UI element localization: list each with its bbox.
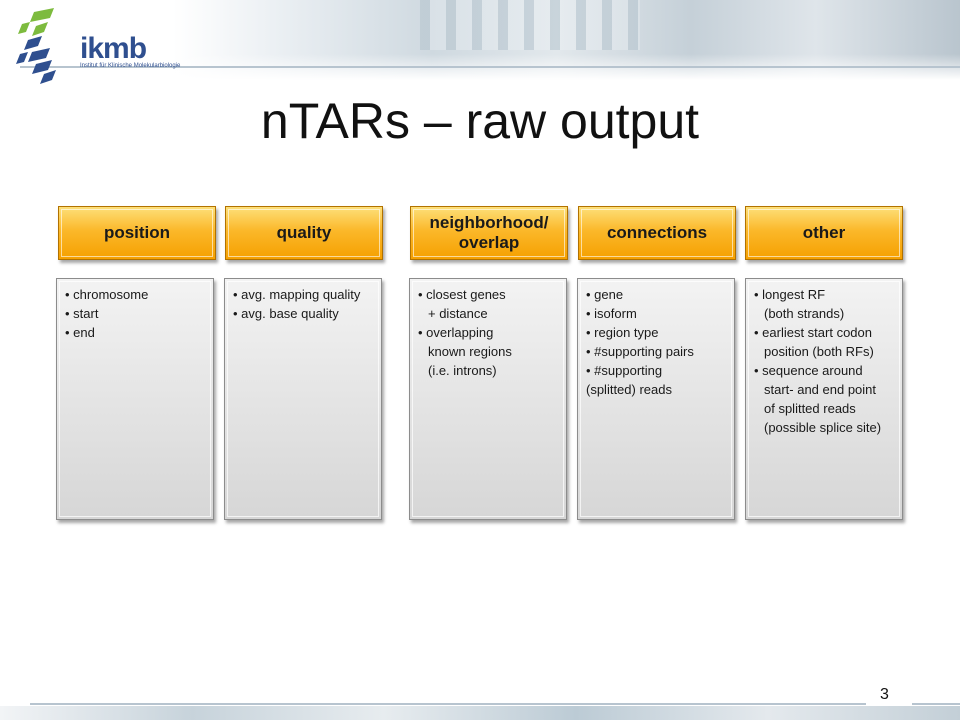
- column-header-other: other: [745, 206, 903, 260]
- list-item: (both strands): [764, 306, 845, 321]
- footer-divider-right: [912, 703, 960, 705]
- list-item: • avg. base quality: [233, 306, 339, 321]
- column-body-position: • chromosome • start • end: [56, 278, 214, 520]
- logo-name: ikmb: [80, 32, 147, 65]
- list-item: • closest genes: [418, 287, 506, 302]
- ikmb-logo: ikmb Institut für Klinische Molekularbio…: [14, 6, 180, 84]
- dna-helix-icon: [16, 8, 56, 84]
- column-header-quality: quality: [225, 206, 383, 260]
- column-body-connections: • gene • isoform • region type • #suppor…: [577, 278, 735, 520]
- list-item: • #supporting pairs: [586, 344, 694, 359]
- list-item: • sequence around: [754, 363, 863, 378]
- page-number: 3: [880, 686, 889, 703]
- list-item: start- and end point: [764, 382, 877, 397]
- list-item: (i.e. introns): [428, 363, 497, 378]
- column-body-neighborhood: • closest genes + distance • overlapping…: [409, 278, 567, 520]
- slide-title: nTARs – raw output: [260, 93, 700, 149]
- list-item: • earliest start codon: [754, 325, 872, 340]
- header-divider: [20, 66, 960, 68]
- list-item: of splitted reads: [764, 401, 856, 416]
- list-item: • start: [65, 306, 99, 321]
- list-item: (possible splice site): [764, 420, 882, 435]
- footer-divider: [30, 703, 866, 705]
- list-item: • isoform: [586, 306, 637, 321]
- list-item: known regions: [428, 344, 512, 359]
- logo-subtitle: Institut für Klinische Molekularbiologie: [80, 63, 181, 69]
- lab-photo-strip: [420, 0, 640, 50]
- list-item: • overlapping: [418, 325, 494, 340]
- list-item: • gene: [586, 287, 624, 302]
- list-item: + distance: [428, 306, 488, 321]
- column-body-quality: • avg. mapping quality • avg. base quali…: [224, 278, 382, 520]
- column-header-position: position: [58, 206, 216, 260]
- column-header-neighborhood: neighborhood/ overlap: [410, 206, 568, 260]
- column-body-other: • longest RF (both strands) • earliest s…: [745, 278, 903, 520]
- column-header-connections: connections: [578, 206, 736, 260]
- list-item: • #supporting: [586, 363, 663, 378]
- list-item: • region type: [586, 325, 659, 340]
- list-item: • longest RF: [754, 287, 826, 302]
- list-item: (splitted) reads: [586, 382, 672, 397]
- footer-banner: [0, 706, 960, 720]
- list-item: position (both RFs): [764, 344, 874, 359]
- list-item: • end: [65, 325, 95, 340]
- list-item: • chromosome: [65, 287, 149, 302]
- list-item: • avg. mapping quality: [233, 287, 361, 302]
